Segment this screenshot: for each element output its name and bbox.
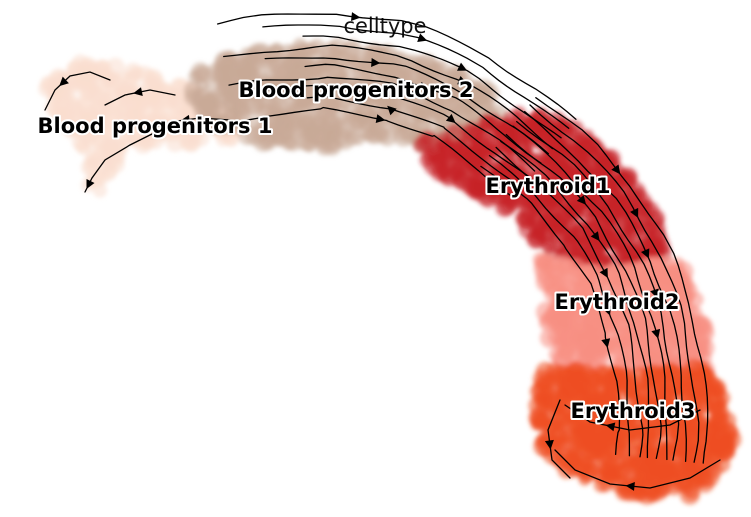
streamline-arrow [417, 33, 428, 42]
streamline-arrow [650, 288, 659, 299]
streamline-arrow [351, 12, 361, 21]
streamline-arrow [602, 305, 612, 316]
streamline-arrow [411, 88, 422, 97]
streamline [235, 106, 515, 199]
celltype-label: Blood progenitors 1 [38, 114, 273, 138]
celltype-labels: Blood progenitors 1 Blood progenitors 2 Er… [36, 76, 698, 425]
streamline-arrow [133, 87, 143, 96]
streamline-arrow [605, 422, 616, 432]
streamline-arrow [625, 482, 635, 491]
cell-clusters [38, 37, 742, 505]
streamline-arrow [651, 328, 661, 339]
streamline-arrow [457, 62, 468, 71]
streamline-arrow [576, 195, 587, 205]
streamline-arrow [445, 113, 456, 124]
streamline [488, 154, 631, 457]
celltype-label: Erythroid2 [554, 290, 679, 314]
streamline-arrow [599, 267, 608, 278]
streamline [223, 44, 554, 150]
streamline-arrow [630, 207, 639, 218]
streamline [228, 76, 536, 172]
streamline-arrow [375, 114, 386, 123]
streamline [302, 35, 562, 139]
streamline-arrow [418, 81, 429, 91]
streamline [44, 71, 111, 111]
velocity-streamlines [44, 12, 721, 491]
streamline [262, 24, 570, 129]
streamline [480, 165, 621, 456]
streamline [216, 13, 577, 120]
cluster-erythroid1 [413, 106, 672, 278]
streamline-arrow [601, 338, 611, 348]
celltype-label: Erythroid3 [570, 399, 695, 423]
streamline [535, 97, 709, 464]
streamline-arrow [387, 105, 397, 116]
streamline-arrow [611, 164, 621, 175]
streamline [264, 57, 550, 155]
streamline-arrow [641, 248, 650, 259]
streamline [306, 95, 523, 188]
streamline-arrow [590, 231, 600, 242]
streamline [529, 104, 700, 463]
streamline [512, 125, 668, 461]
streamline [500, 140, 650, 459]
streamline [304, 63, 542, 164]
streamline-arrow [59, 76, 69, 87]
streamline-arrow [180, 114, 191, 124]
streamline [495, 146, 644, 458]
streamline-arrow [86, 179, 95, 189]
streamline-arrow [371, 58, 381, 67]
celltype-label: Erythroid1 [485, 174, 610, 198]
streamline-arrow [457, 76, 468, 85]
streamline [505, 133, 662, 460]
streamline [564, 404, 701, 431]
streamline [516, 120, 680, 461]
streamline-arrow [544, 439, 554, 450]
streamline [266, 84, 531, 178]
streamline [524, 110, 687, 462]
celltype-label: Blood progenitors 2 [239, 78, 474, 102]
